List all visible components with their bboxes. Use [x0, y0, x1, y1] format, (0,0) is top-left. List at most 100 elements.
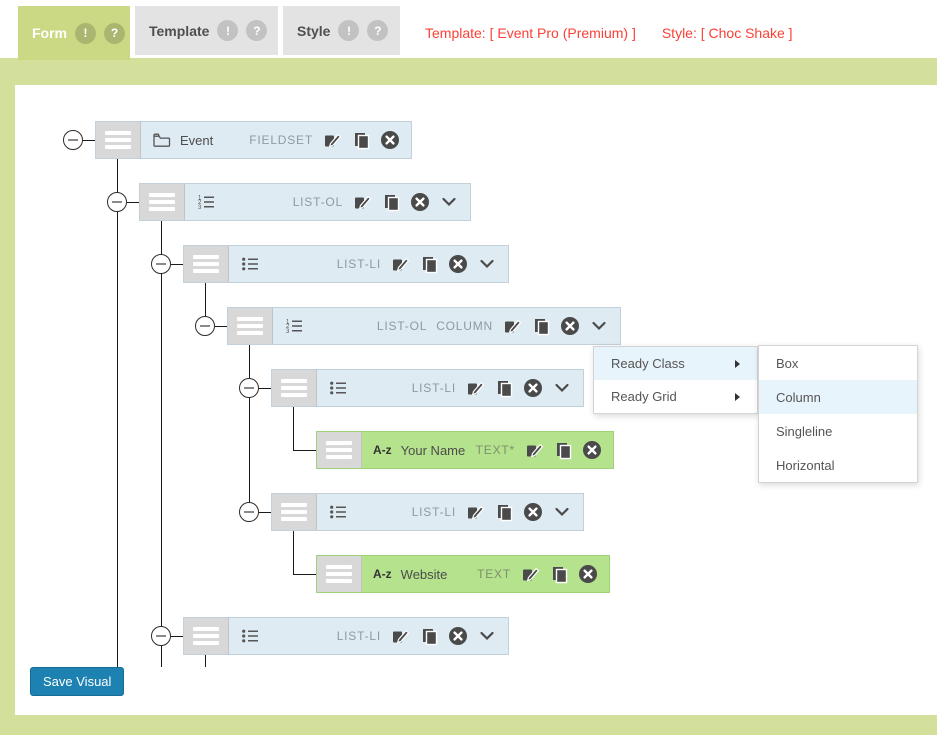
duplicate-icon[interactable] — [531, 316, 551, 336]
drag-handle-icon — [326, 448, 352, 452]
duplicate-icon[interactable] — [419, 254, 439, 274]
node-body: LIST-LI — [229, 618, 508, 654]
collapse-toggle-icon[interactable] — [239, 378, 259, 398]
edit-icon[interactable] — [465, 378, 485, 398]
delete-icon[interactable] — [560, 316, 580, 336]
drag-handle[interactable] — [272, 494, 317, 530]
duplicate-icon[interactable] — [494, 378, 514, 398]
context-menu: Ready Class Ready Grid — [593, 346, 758, 414]
delete-icon[interactable] — [380, 130, 400, 150]
collapse-toggle-icon[interactable] — [63, 130, 83, 150]
submenu-item-box[interactable]: Box — [759, 346, 917, 380]
help-badge-icon[interactable]: ? — [104, 22, 125, 44]
collapse-toggle-icon[interactable] — [151, 254, 171, 274]
node-tag-label: COLUMN — [436, 319, 493, 333]
submenu-arrow-icon — [735, 392, 740, 401]
svg-text:1: 1 — [198, 195, 202, 201]
node-body: LIST-LI — [229, 246, 508, 282]
drag-handle[interactable] — [140, 184, 185, 220]
node-type-label: LIST-LI — [411, 505, 456, 519]
edit-icon[interactable] — [322, 130, 342, 150]
delete-icon[interactable] — [410, 192, 430, 212]
svg-text:1: 1 — [286, 319, 290, 325]
save-visual-button[interactable]: Save Visual — [30, 667, 125, 696]
drag-handle-icon — [326, 572, 352, 576]
submenu-item-singleline[interactable]: Singleline — [759, 414, 917, 448]
delete-icon[interactable] — [578, 564, 598, 584]
chevron-down-icon[interactable] — [477, 626, 497, 646]
tree-connector-line — [293, 531, 294, 574]
warning-badge-icon[interactable]: ! — [217, 20, 239, 41]
tree-node-fieldset: Event FIELDSET — [95, 121, 412, 159]
warning-badge-icon[interactable]: ! — [338, 20, 360, 41]
drag-handle[interactable] — [228, 308, 273, 344]
duplicate-icon[interactable] — [553, 440, 573, 460]
delete-icon[interactable] — [448, 254, 468, 274]
chevron-down-icon[interactable] — [552, 378, 572, 398]
menu-item-ready-class[interactable]: Ready Class — [594, 347, 757, 380]
edit-icon[interactable] — [502, 316, 522, 336]
drag-handle-icon — [193, 634, 219, 638]
delete-icon[interactable] — [523, 502, 543, 522]
duplicate-icon[interactable] — [419, 626, 439, 646]
tab-template-label: Template — [149, 22, 210, 39]
drag-handle[interactable] — [184, 246, 229, 282]
tab-style[interactable]: Style ! ? — [283, 6, 400, 55]
help-badge-icon[interactable]: ? — [246, 20, 268, 41]
delete-icon[interactable] — [582, 440, 602, 460]
unordered-list-icon — [240, 627, 260, 645]
drag-handle[interactable] — [272, 370, 317, 406]
duplicate-icon[interactable] — [494, 502, 514, 522]
edit-icon[interactable] — [390, 254, 410, 274]
ready-class-submenu: Box Column Singleline Horizontal — [758, 345, 918, 483]
svg-text:3: 3 — [286, 329, 290, 335]
warning-badge-icon[interactable]: ! — [75, 22, 96, 44]
edit-icon[interactable] — [465, 502, 485, 522]
delete-icon[interactable] — [448, 626, 468, 646]
tab-form[interactable]: Form ! ? — [18, 6, 130, 60]
duplicate-icon[interactable] — [549, 564, 569, 584]
node-type-label: FIELDSET — [249, 133, 313, 147]
chevron-down-icon[interactable] — [439, 192, 459, 212]
tree-connector-line — [215, 326, 227, 327]
chevron-down-icon[interactable] — [552, 502, 572, 522]
delete-icon[interactable] — [523, 378, 543, 398]
duplicate-icon[interactable] — [381, 192, 401, 212]
svg-text:3: 3 — [198, 205, 202, 211]
edit-icon[interactable] — [520, 564, 540, 584]
collapse-toggle-icon[interactable] — [151, 626, 171, 646]
chevron-down-icon[interactable] — [477, 254, 497, 274]
collapse-toggle-icon[interactable] — [195, 316, 215, 336]
drag-handle[interactable] — [184, 618, 229, 654]
edit-icon[interactable] — [390, 626, 410, 646]
drag-handle-icon — [105, 138, 131, 142]
tab-template[interactable]: Template ! ? — [135, 6, 278, 55]
collapse-toggle-icon[interactable] — [107, 192, 127, 212]
menu-item-label: Horizontal — [776, 457, 835, 473]
tree-node-list-li: LIST-LI — [271, 369, 584, 407]
node-type-label: LIST-OL — [292, 195, 343, 209]
tree-connector-line — [293, 450, 316, 451]
tree-connector-line — [259, 388, 271, 389]
edit-icon[interactable] — [352, 192, 372, 212]
active-selection-info: Template: [ Event Pro (Premium) ] Style:… — [425, 25, 793, 41]
submenu-item-column[interactable]: Column — [759, 380, 917, 414]
edit-icon[interactable] — [524, 440, 544, 460]
collapse-toggle-icon[interactable] — [239, 502, 259, 522]
submenu-item-horizontal[interactable]: Horizontal — [759, 448, 917, 482]
node-body: A-z Your Name TEXT* — [362, 432, 613, 468]
help-badge-icon[interactable]: ? — [367, 20, 389, 41]
drag-handle[interactable] — [96, 122, 141, 158]
duplicate-icon[interactable] — [351, 130, 371, 150]
drag-handle-icon — [281, 386, 307, 390]
drag-handle[interactable] — [317, 432, 362, 468]
tree-connector-line — [171, 264, 183, 265]
tree-connector-line — [83, 140, 95, 141]
chevron-down-icon[interactable] — [589, 316, 609, 336]
drag-handle[interactable] — [317, 556, 362, 592]
drag-handle-icon — [281, 510, 307, 514]
menu-item-ready-grid[interactable]: Ready Grid — [594, 380, 757, 413]
tree-connector-line — [249, 345, 250, 512]
